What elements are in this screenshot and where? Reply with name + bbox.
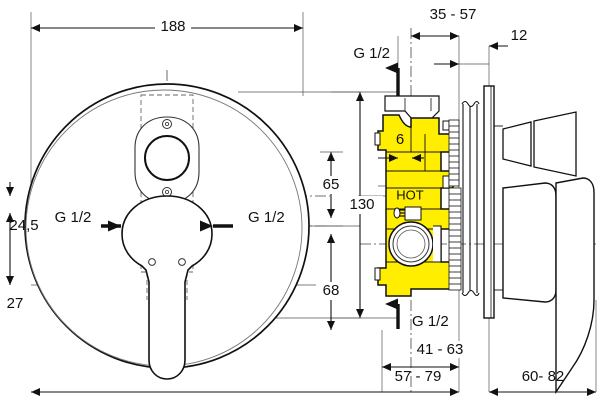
port-label-top: G 1/2 xyxy=(353,45,390,62)
dim-27: 27 xyxy=(7,295,24,312)
dim-68: 68 xyxy=(323,282,340,299)
diverter-knob[interactable] xyxy=(134,116,200,204)
lever-handle-side[interactable] xyxy=(502,177,595,395)
dimension-lines xyxy=(6,24,596,396)
dim-41-63: 41 - 63 xyxy=(417,341,464,358)
port-label-left: G 1/2 xyxy=(55,209,92,226)
dim-12: 12 xyxy=(511,27,528,44)
port-label-right: G 1/2 xyxy=(248,209,285,226)
cover-plate-side xyxy=(483,85,503,319)
dim-6: 6 xyxy=(396,131,404,148)
diverter-knob-side[interactable] xyxy=(502,111,577,177)
cartridge-bore xyxy=(388,221,442,267)
dim-57-79: 57 - 79 xyxy=(395,368,442,385)
dim-24-5: 24,5 xyxy=(9,217,38,234)
dim-188: 188 xyxy=(160,18,185,35)
handle-pin-left xyxy=(148,258,156,266)
dim-60-82: 60- 82 xyxy=(522,368,565,385)
valve-body: HOT xyxy=(374,114,454,297)
dim-65: 65 xyxy=(323,176,340,193)
dim-130: 130 xyxy=(349,196,374,213)
set-screw xyxy=(393,206,422,221)
side-section-view: HOT xyxy=(374,85,595,395)
front-elevation-view: G 1/2 G 1/2 xyxy=(24,83,310,380)
dim-center-ticks xyxy=(320,151,343,227)
extension-tube xyxy=(461,100,480,297)
port-label-bottom: G 1/2 xyxy=(412,313,449,330)
dim-35-57: 35 - 57 xyxy=(430,6,477,23)
hot-marking-label: HOT xyxy=(396,187,424,202)
valve-body-outline xyxy=(377,114,454,297)
handle-pin-right xyxy=(178,258,186,266)
threaded-collar-outer xyxy=(448,187,462,291)
threaded-collar-inner xyxy=(448,119,460,187)
dimension-texts: 188 35 - 57 12 24,5 27 65 130 68 6 41 - … xyxy=(7,6,565,385)
lever-handle[interactable] xyxy=(121,195,213,380)
